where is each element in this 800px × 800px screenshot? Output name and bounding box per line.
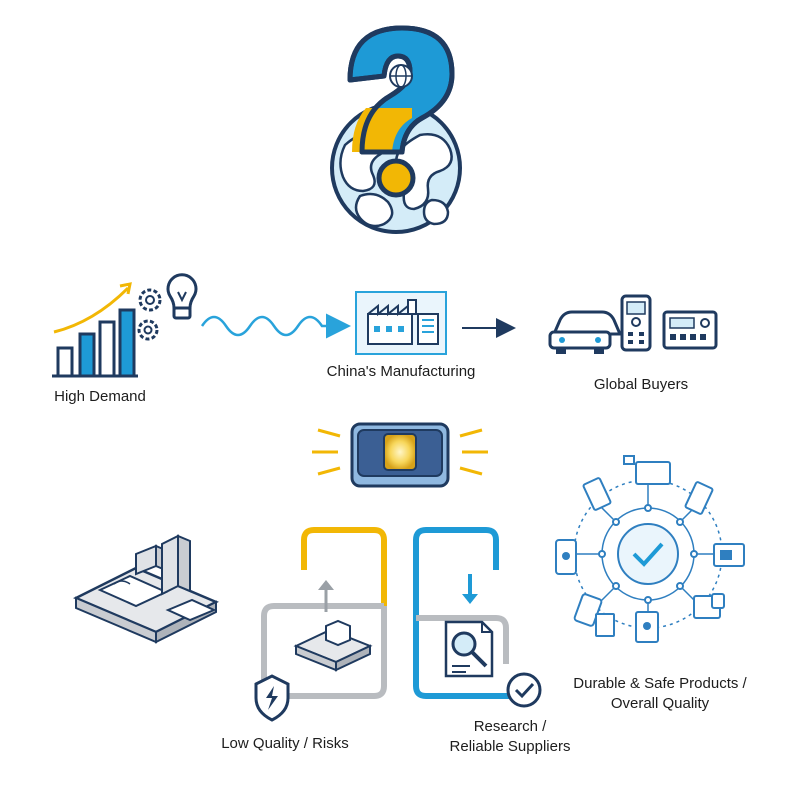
wave-arrow	[200, 313, 351, 339]
blue-loop-gray	[416, 615, 509, 664]
label-china-manufacturing: China's Manufacturing	[326, 363, 476, 380]
label-research-line1: Research /	[473, 718, 547, 735]
remote-icon	[620, 294, 652, 352]
gold-loop	[301, 527, 387, 606]
question-globe-icon	[330, 25, 462, 234]
label-durable-line2: Overall Quality	[610, 695, 710, 712]
label-high-demand: High Demand	[54, 388, 146, 405]
blue-loop	[413, 527, 510, 699]
control-panel-icon	[662, 310, 718, 350]
switch-icon	[312, 422, 488, 488]
label-global-buyers: Global Buyers	[593, 376, 689, 393]
document-magnifier-icon	[444, 620, 494, 678]
label-research: Research / Reliable Suppliers	[420, 717, 600, 757]
check-circle-icon	[506, 672, 542, 708]
car-icon	[548, 310, 623, 354]
up-arrow-icon	[318, 580, 334, 612]
label-low-quality: Low Quality / Risks	[221, 735, 349, 752]
device-ring-icon	[555, 455, 745, 643]
bar-chart-icon	[52, 282, 138, 378]
lightbulb-icon	[166, 273, 198, 320]
label-durable-line1: Durable & Safe Products /	[573, 675, 747, 692]
factory-icon	[355, 291, 447, 355]
down-arrow-icon	[462, 574, 478, 604]
shield-bolt-icon	[254, 674, 290, 722]
machine-part-icon	[293, 619, 373, 672]
label-research-line2: Reliable Suppliers	[449, 738, 571, 755]
label-durable: Durable & Safe Products / Overall Qualit…	[550, 674, 770, 714]
gear-icon	[137, 288, 162, 341]
machinery-icon	[73, 534, 219, 644]
